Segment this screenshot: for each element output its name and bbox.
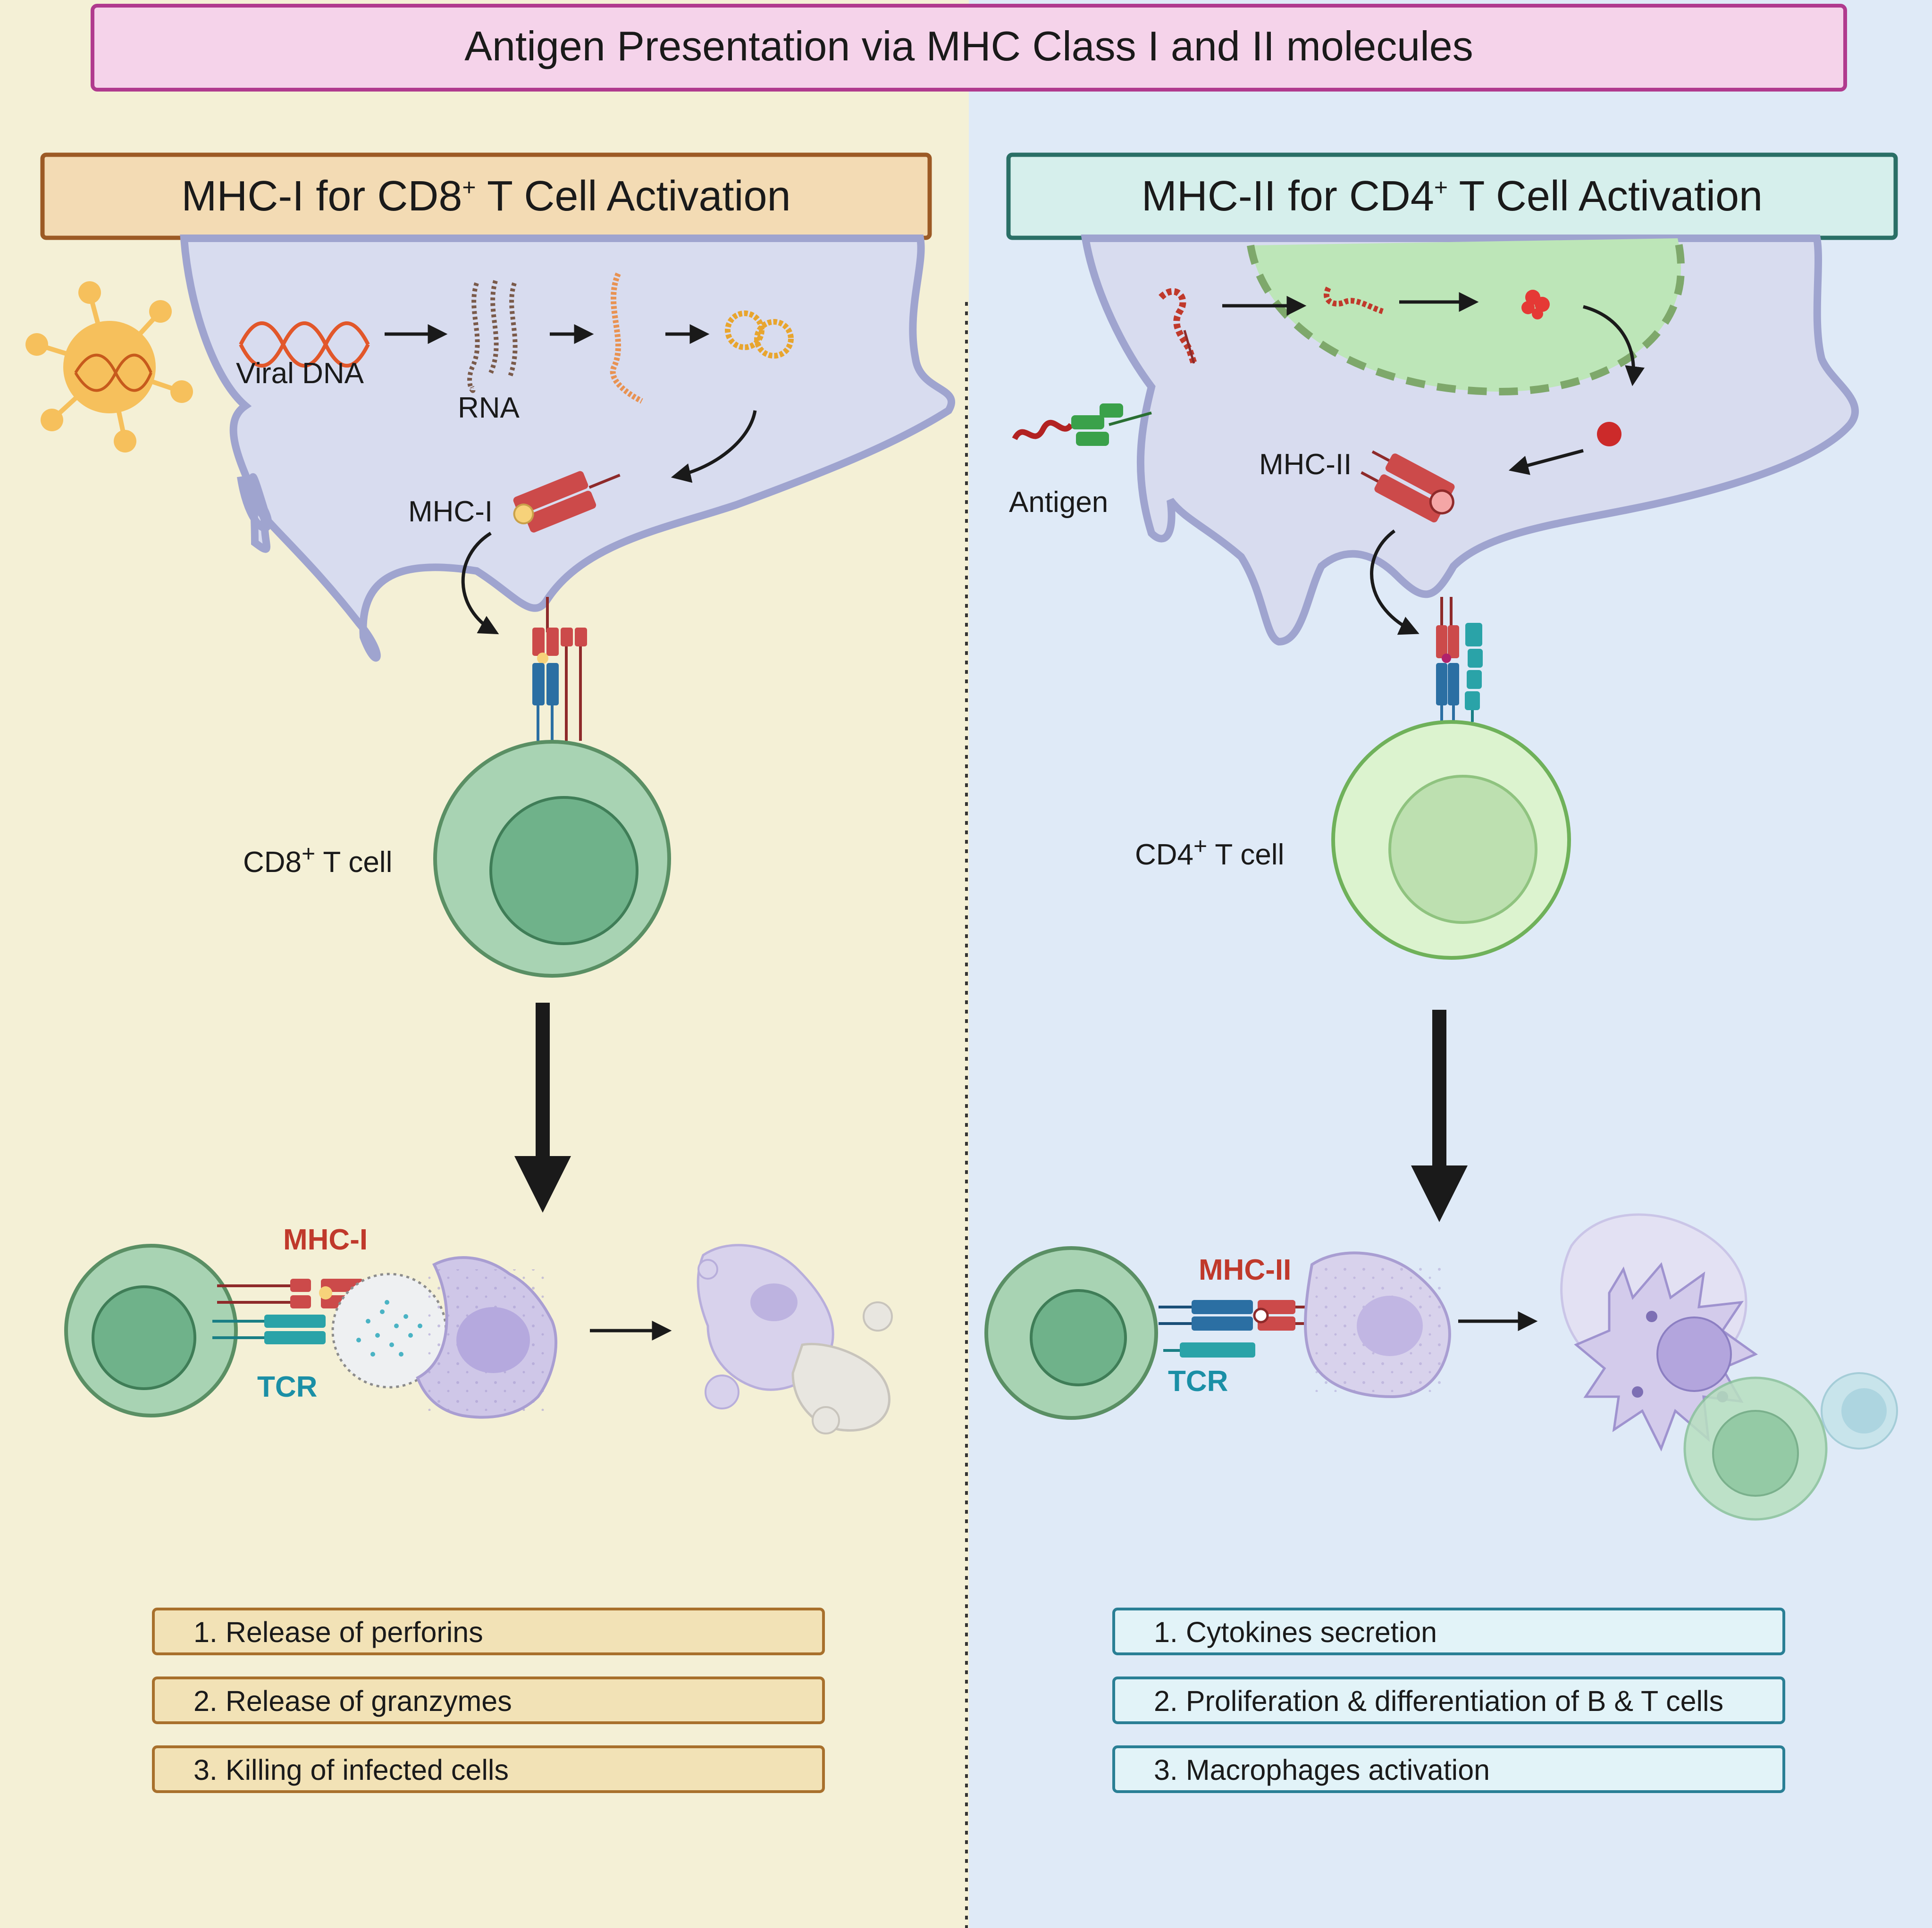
antigen-presenting-cell-right <box>1081 235 1859 646</box>
processed-peptide <box>1597 422 1621 446</box>
arrow-peptide-to-mhc <box>671 410 757 483</box>
infected-cell-nucleus <box>456 1307 530 1373</box>
right-outcome-2: 2. Proliferation & differentiation of B … <box>1154 1685 1723 1717</box>
internalized-antigen-chain <box>1159 288 1197 365</box>
right-outcome-1: 1. Cytokines secretion <box>1154 1616 1437 1648</box>
right-outcome-list: 1. Cytokines secretion 2. Proliferation … <box>1112 1608 1785 1793</box>
granzyme-dots <box>356 1300 422 1357</box>
left-outcome-2: 2. Release of granzymes <box>193 1685 512 1717</box>
dna-icon <box>239 321 370 368</box>
mhc-ii-label: MHC-II <box>1259 448 1352 481</box>
right-panel-header: MHC-II for CD4+ T Cell Activation <box>1142 173 1763 220</box>
cd8-t-cell-nucleus <box>489 796 638 945</box>
arrow-peptide-to-mhc-ii <box>1508 449 1584 475</box>
mhc-ii-tcr-binding <box>1159 1300 1312 1358</box>
mhc-ii-molecule-icon <box>1361 450 1455 523</box>
page-title: Antigen Presentation via MHC Class I and… <box>464 23 1473 69</box>
peptide-cluster-icon <box>1521 290 1550 319</box>
right-outcome-box-3 <box>1112 1745 1785 1793</box>
right-outcome-box-2 <box>1112 1677 1785 1724</box>
title-box <box>91 4 1847 92</box>
left-panel-header: MHC-I for CD8+ T Cell Activation <box>181 173 790 220</box>
right-outcome-box-1 <box>1112 1608 1785 1655</box>
mhc-i-label: MHC-I <box>408 495 493 528</box>
right-outcome-3: 3. Macrophages activation <box>1154 1754 1490 1786</box>
rna-label: RNA <box>458 392 520 424</box>
cd4-t-cell-nucleus <box>1388 775 1537 924</box>
left-outcome-box-1 <box>152 1608 825 1655</box>
mhc-tcr-complex-right <box>1436 597 1483 722</box>
lysed-cell-debris <box>697 1244 893 1434</box>
cd8-cell-interaction-nucleus <box>92 1285 196 1390</box>
interaction-tcr-label-right: TCR <box>1168 1365 1228 1398</box>
mhc-tcr-complex-left <box>532 597 587 741</box>
left-outcome-list: 1. Release of perforins 2. Release of gr… <box>152 1608 825 1793</box>
left-outcome-3: 3. Killing of infected cells <box>193 1754 509 1786</box>
presenting-cell-right-nucleus <box>1357 1296 1423 1356</box>
arrow-mhc-to-surface-left <box>461 532 499 635</box>
virus-icon <box>25 281 193 453</box>
antigen-icon <box>1012 403 1152 446</box>
left-outcome-1: 1. Release of perforins <box>193 1616 483 1648</box>
mhc-i-molecule-icon <box>513 471 621 533</box>
peptide-fragments-icon <box>725 310 794 359</box>
left-outcome-box-2 <box>152 1677 825 1724</box>
endosome-compartment <box>1247 237 1685 396</box>
degraded-antigen <box>1323 286 1384 314</box>
rna-icon <box>467 280 518 393</box>
viral-protein-icon <box>610 272 643 404</box>
interaction-tcr-label-left: TCR <box>257 1371 317 1403</box>
arrow-mhc-to-surface-right <box>1370 529 1420 635</box>
arrow-to-peptide <box>1583 305 1645 386</box>
cd4-cell-interaction-nucleus <box>1030 1289 1127 1386</box>
cd8-t-cell-label: CD8+ T cell <box>243 840 392 879</box>
interaction-mhc-i-label: MHC-I <box>283 1224 368 1256</box>
cd4-t-cell-label: CD4+ T cell <box>1135 833 1284 871</box>
antigen-stalk <box>1183 330 1195 364</box>
antigen-label: Antigen <box>1009 486 1108 519</box>
activated-macrophage-cluster <box>1560 1213 1898 1521</box>
interaction-mhc-ii-label: MHC-II <box>1199 1254 1291 1286</box>
viral-dna-label: Viral DNA <box>236 357 364 390</box>
left-outcome-box-3 <box>152 1745 825 1793</box>
